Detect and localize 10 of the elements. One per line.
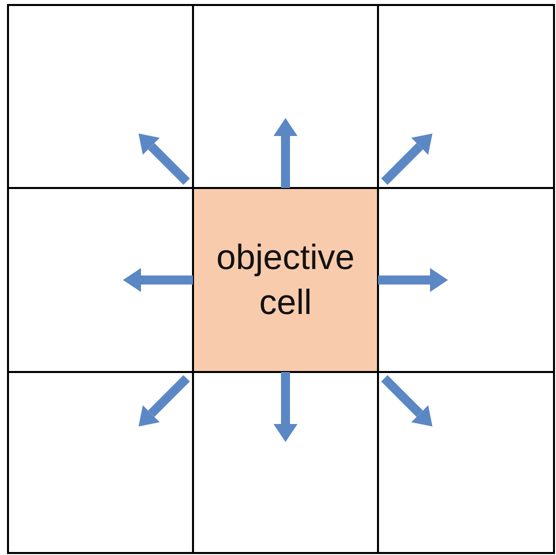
arrow [274,118,298,188]
arrow [274,372,298,442]
cell-label: objective cell [215,236,356,324]
arrow [378,268,448,292]
arrow [123,268,193,292]
grid-cell [377,4,555,189]
grid-cell [7,371,194,554]
highlighted-grid-cell [192,187,379,373]
grid-cell [377,371,555,554]
grid-cell [7,4,194,189]
